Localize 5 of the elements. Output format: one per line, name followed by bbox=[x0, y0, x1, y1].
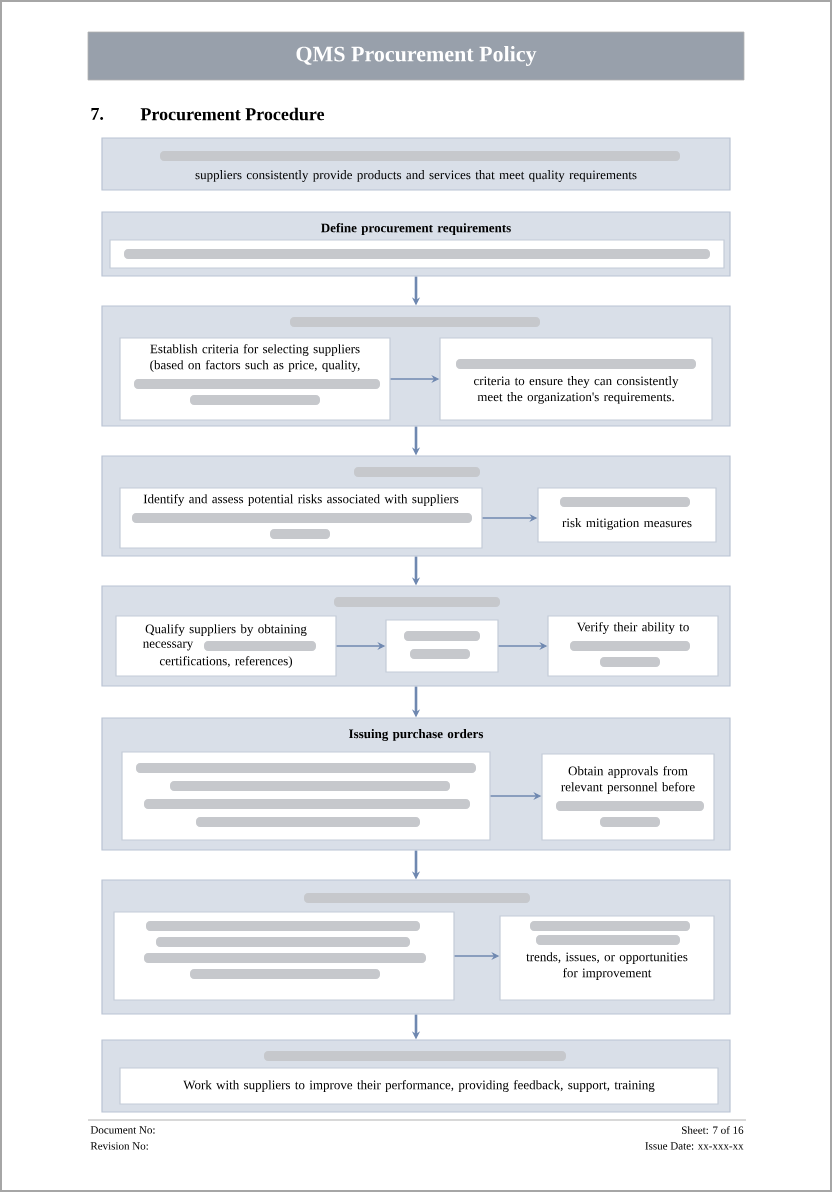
text-box bbox=[119, 1067, 719, 1105]
section-heading: Procurement Procedure bbox=[140, 107, 325, 121]
title-bar: QMS Procurement Policy bbox=[87, 31, 745, 81]
section-heading: 7. bbox=[91, 108, 104, 120]
text-box bbox=[115, 615, 337, 677]
